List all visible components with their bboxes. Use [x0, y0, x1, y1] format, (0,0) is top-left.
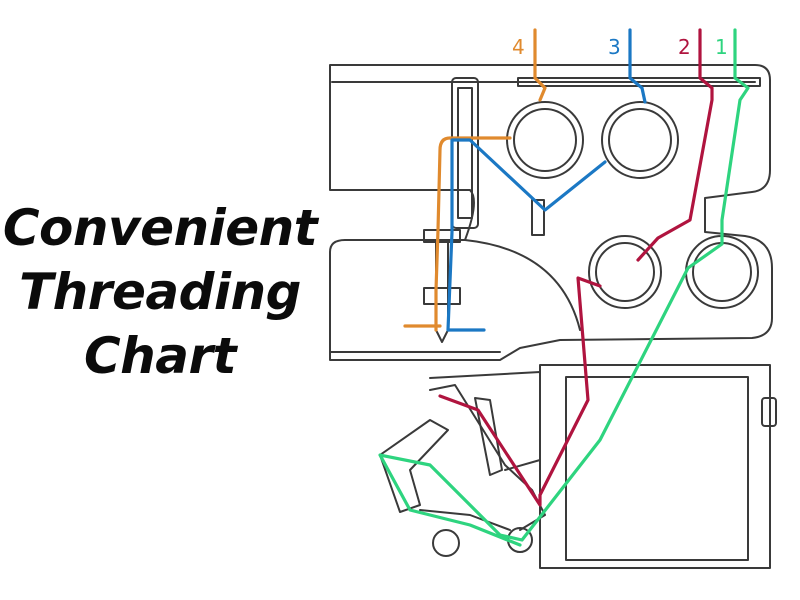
panel-latch: [761, 397, 777, 427]
tension-dial-1: [685, 235, 759, 309]
tension-dial-2: [588, 235, 662, 309]
lower-looper: [379, 419, 449, 513]
title-line-3: Chart: [83, 327, 237, 385]
tension-dial-3-inner: [608, 108, 672, 172]
looper-pivot-left: [432, 529, 460, 557]
tension-dial-1-inner: [692, 242, 752, 302]
tension-dial-2-inner: [595, 242, 655, 302]
looper-assembly: [379, 384, 546, 557]
tension-dial-4: [506, 101, 584, 179]
panel-door: [565, 376, 749, 561]
needle-clamp-lower: [423, 287, 461, 305]
title-line-2: Threading: [19, 263, 301, 321]
tension-dial-4-inner: [513, 108, 577, 172]
looper-base: [419, 509, 511, 531]
thread-label-3: 3: [608, 35, 621, 59]
needle-clamp-upper: [423, 229, 461, 243]
needle-assembly: [423, 77, 545, 343]
needle-bar-inner: [457, 87, 473, 219]
thread-3-path: [446, 28, 647, 332]
machine-outline: [329, 64, 777, 569]
thread-label-2: 2: [678, 35, 691, 59]
thread-1-path: [378, 28, 750, 547]
front-curve: [464, 239, 581, 331]
thread-number-labels: 4 3 2 1: [512, 35, 728, 59]
page-title: Convenient Threading Chart: [0, 196, 320, 388]
thread-2-path: [438, 28, 714, 507]
upper-looper-arm: [474, 397, 503, 476]
center-guide: [531, 199, 545, 236]
tension-dial-3: [601, 101, 679, 179]
thread-label-1: 1: [715, 35, 728, 59]
thread-label-4: 4: [512, 35, 525, 59]
title-line-1: Convenient: [2, 199, 318, 257]
thread-4-path: [403, 28, 547, 332]
left-frame: [429, 371, 541, 471]
lower-front-panel: [539, 364, 771, 569]
